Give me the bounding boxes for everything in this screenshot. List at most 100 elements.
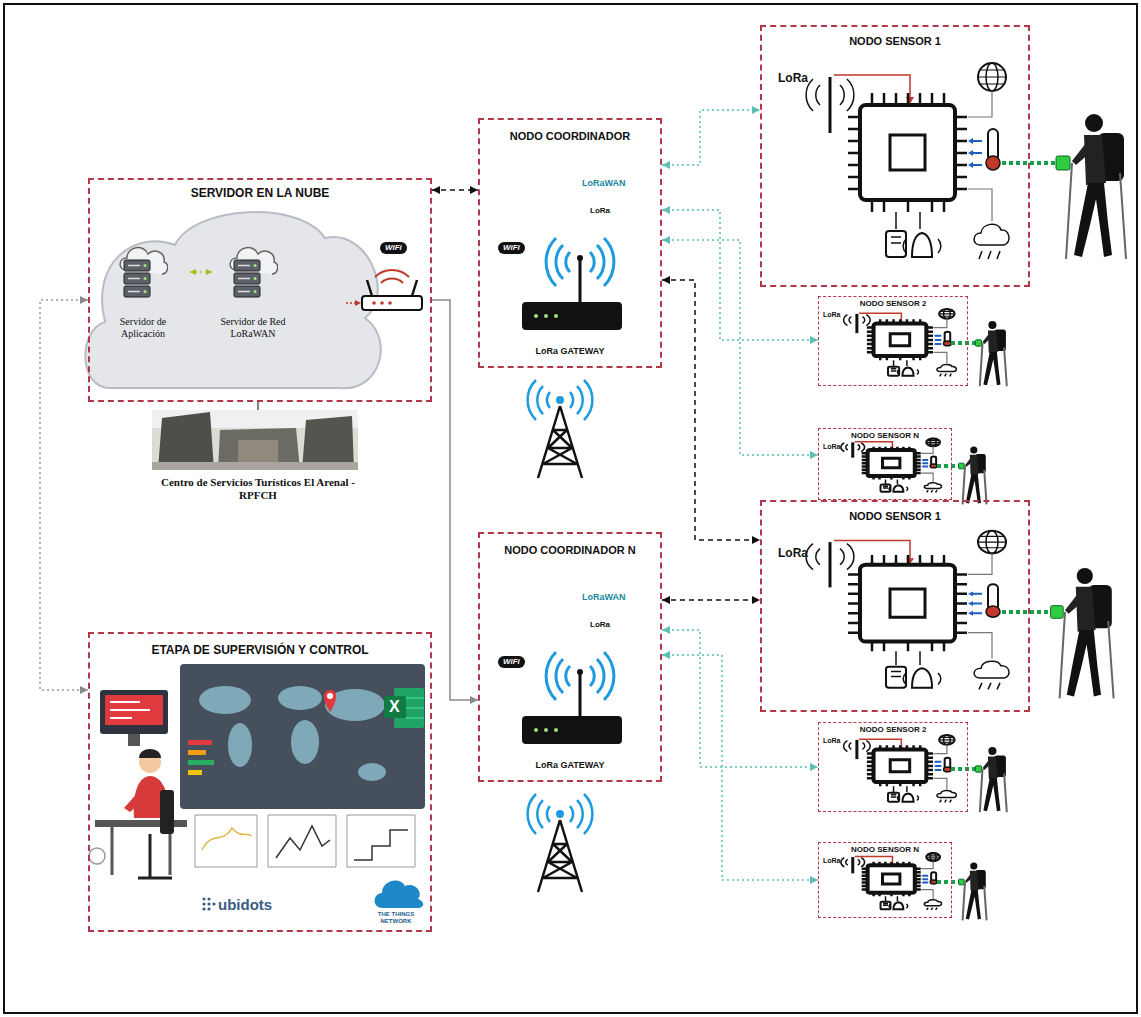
connector-line <box>662 210 818 340</box>
server-label: Servidor de Red LoRaWAN <box>212 316 294 340</box>
protocol-label: LoRa <box>590 206 610 216</box>
sensor-illustration <box>841 438 942 492</box>
wifi-badge: WiFi <box>498 656 525 668</box>
monitoring-illustration <box>89 848 105 864</box>
sensor-node-box: NODO SENSOR N LoRa <box>818 428 952 500</box>
monitoring-illustration <box>195 815 257 867</box>
monitoring-illustration <box>124 790 146 812</box>
ubidots-icon <box>202 897 215 910</box>
router-icon <box>346 302 356 304</box>
sensor-illustration <box>844 309 957 376</box>
router-icon <box>375 270 409 283</box>
sensor-illustration <box>806 531 1009 690</box>
box-title: NODO SENSOR N <box>851 845 919 855</box>
connector-line <box>662 280 760 540</box>
hiker-figure <box>951 747 1007 812</box>
box-title: NODO SENSOR N <box>851 431 919 441</box>
visitor-center-photo <box>257 402 259 410</box>
sensor-node-box: NODO SENSOR 1 LoRa <box>760 25 1030 287</box>
hiker-figure <box>937 446 987 504</box>
box-title: NODO SENSOR 2 <box>860 299 927 309</box>
monitoring-illustration <box>89 664 425 878</box>
monitoring-illustration <box>188 740 212 745</box>
protocol-label: LoRaWAN <box>582 592 626 603</box>
hiker-figure <box>937 862 987 920</box>
connector-line <box>662 110 760 165</box>
connector-line <box>662 599 760 601</box>
coordinator-box: NODO COORDINADORLoRaWANLoRaWiFiLoRa GATE… <box>478 118 662 368</box>
wifi-badge: WiFi <box>380 242 407 254</box>
box-title: ETAPA DE SUPERVISIÓN Y CONTROL <box>151 643 368 657</box>
visitor-center-photo <box>152 462 358 470</box>
visitor-center-photo <box>158 412 214 470</box>
monitoring-illustration <box>358 763 386 781</box>
radio-tower <box>528 794 593 892</box>
wifi-badge: WiFi <box>498 242 525 254</box>
box-title: NODO SENSOR 1 <box>849 35 941 48</box>
monitoring-illustration <box>327 693 333 699</box>
connector-line <box>432 300 478 700</box>
hiker-figure <box>1002 114 1126 259</box>
lora-gateway <box>522 652 622 744</box>
ubidots-logo: ubidots <box>218 896 272 914</box>
connector-line <box>40 300 88 690</box>
hiker-figure <box>951 321 1007 386</box>
monitoring-illustration <box>324 690 336 712</box>
sensor-illustration <box>806 63 1009 259</box>
device-label: LoRa GATEWAY <box>535 346 604 357</box>
ttn-cloud-icon <box>375 880 424 908</box>
monitoring-illustration <box>139 749 161 758</box>
monitoring-illustration <box>105 695 163 725</box>
protocol-label: LoRa <box>778 71 808 85</box>
server-icon <box>230 248 278 297</box>
ttn-logo: THE THINGS NETWORK <box>366 911 426 925</box>
monitoring-illustration <box>291 720 319 764</box>
protocol-label: LoRa <box>778 546 808 560</box>
router-icon <box>388 301 392 305</box>
monitoring-illustration <box>228 723 252 767</box>
router-icon <box>367 280 372 296</box>
monitoring-illustration <box>160 790 174 834</box>
sensor-node-box: NODO SENSOR NLoRa <box>818 842 952 918</box>
sensor-node-box: NODO SENSOR 1 LoRa <box>760 500 1030 712</box>
monitoring-illustration <box>202 828 252 850</box>
ttn-cloud-icon <box>375 880 424 908</box>
network-server: Servidor de Red LoRaWAN <box>212 236 306 366</box>
place-caption: Centro de Servicios Turísticos El Arenal… <box>148 476 368 502</box>
monitoring-illustration <box>354 830 408 860</box>
monitoring-illustration <box>278 686 322 710</box>
monitoring-illustration <box>188 750 206 755</box>
server-icon <box>120 248 168 297</box>
monitoring-illustration <box>180 664 425 809</box>
server-label: Servidor de Aplicación <box>108 316 178 340</box>
coordinator-box: NODO COORDINADOR NLoRaWANLoRaWiFiLoRa GA… <box>478 532 662 782</box>
connector-line <box>662 655 818 880</box>
connector-line <box>662 630 818 767</box>
ubidots-icon <box>202 902 205 905</box>
box-title: SERVIDOR EN LA NUBE <box>191 186 330 200</box>
ubidots-icon <box>212 902 215 905</box>
monitoring-illustration <box>188 760 214 765</box>
monitoring-illustration <box>276 826 330 858</box>
connector-line <box>432 189 478 191</box>
cloud-server-box: SERVIDOR EN LA NUBE WiFiServidor de Aplic… <box>88 178 432 402</box>
monitoring-illustration <box>100 690 168 734</box>
box-title: NODO COORDINADOR N <box>504 544 635 557</box>
cloud-shape <box>85 212 381 388</box>
ubidots-icon <box>207 897 210 900</box>
router-icon <box>372 301 376 305</box>
protocol-label: LoRa <box>823 737 841 745</box>
ubidots-icon <box>202 907 205 910</box>
sensor-illustration <box>844 735 957 802</box>
router-icon <box>346 270 422 310</box>
router-icon <box>412 280 417 296</box>
lora-gateway <box>522 238 622 330</box>
protocol-label: LoRa <box>823 443 841 451</box>
visitor-center-photo <box>302 416 354 470</box>
excel-letter: X <box>389 697 400 716</box>
radio-tower <box>528 380 593 478</box>
visitor-center-photo <box>152 410 358 470</box>
box-title: NODO SENSOR 1 <box>849 510 941 523</box>
ubidots-icon <box>202 897 205 900</box>
